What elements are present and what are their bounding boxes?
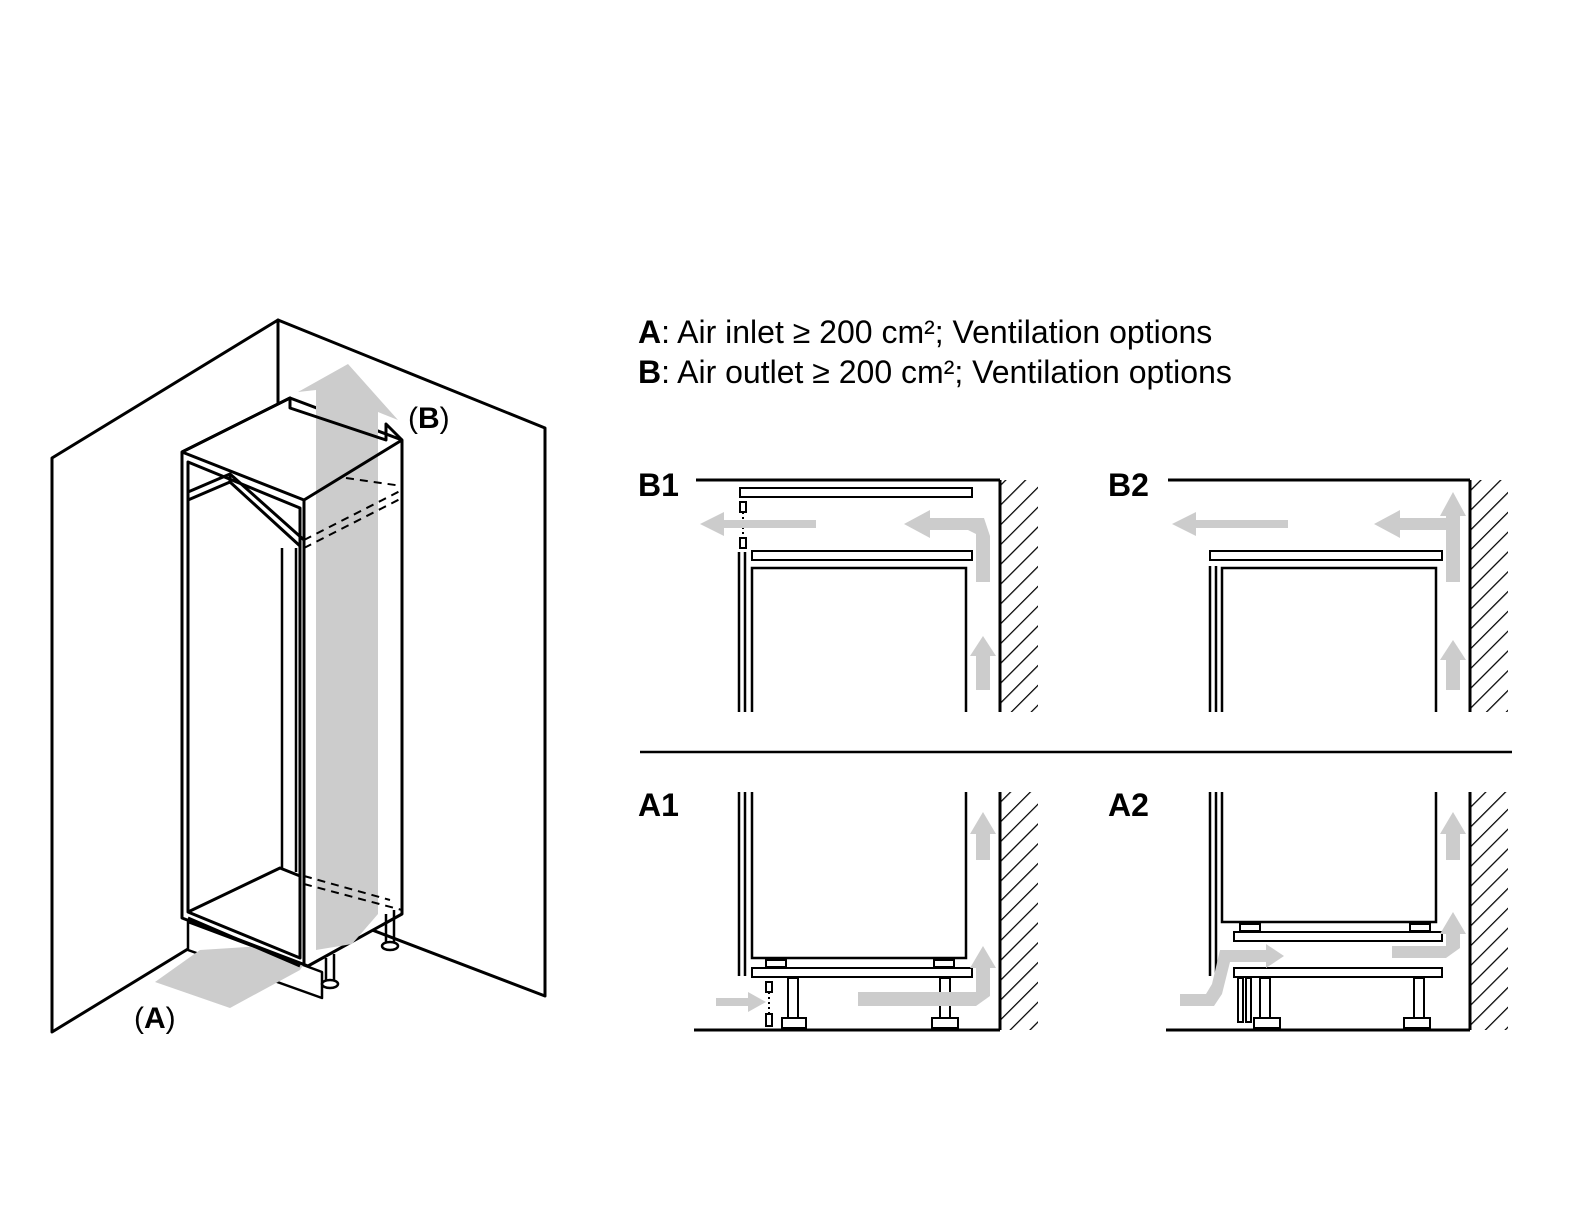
callout-a: (A) [134, 1002, 176, 1035]
callout-b: (B) [408, 402, 450, 435]
legend-row-b: B: Air outlet ≥ 200 cm²; Ventilation opt… [638, 352, 1232, 392]
wall-hatch [1000, 480, 1038, 712]
airflow-outlet-arrow [298, 364, 398, 950]
legend-row-a: A: Air inlet ≥ 200 cm²; Ventilation opti… [638, 312, 1232, 352]
legend-text-a: : Air inlet ≥ 200 cm²; Ventilation optio… [661, 314, 1213, 350]
legend-text-b: : Air outlet ≥ 200 cm²; Ventilation opti… [661, 354, 1232, 390]
airflow-arrows [700, 510, 996, 690]
legend-key-b: B [638, 354, 662, 390]
legend-key-a: A [638, 314, 662, 350]
panel-a2: A2 [1108, 787, 1508, 1032]
panel-a1: A1 [638, 787, 1038, 1032]
panel-b2: B2 [1108, 467, 1508, 712]
cabinet-floor [187, 866, 301, 914]
panel-label-b1: B1 [638, 467, 679, 503]
panel-b1: B1 [638, 467, 1038, 712]
isometric-cabinet-view [50, 318, 547, 1034]
panel-label-a1: A1 [638, 787, 679, 823]
legend: A: Air inlet ≥ 200 cm²; Ventilation opti… [638, 312, 1232, 392]
cabinet-top-edge [181, 396, 404, 454]
top-panel [739, 487, 973, 498]
panel-label-b2: B2 [1108, 467, 1149, 503]
panel-label-a2: A2 [1108, 787, 1149, 823]
cabinet-opening [186, 460, 302, 960]
cabinet-feet [320, 910, 400, 990]
